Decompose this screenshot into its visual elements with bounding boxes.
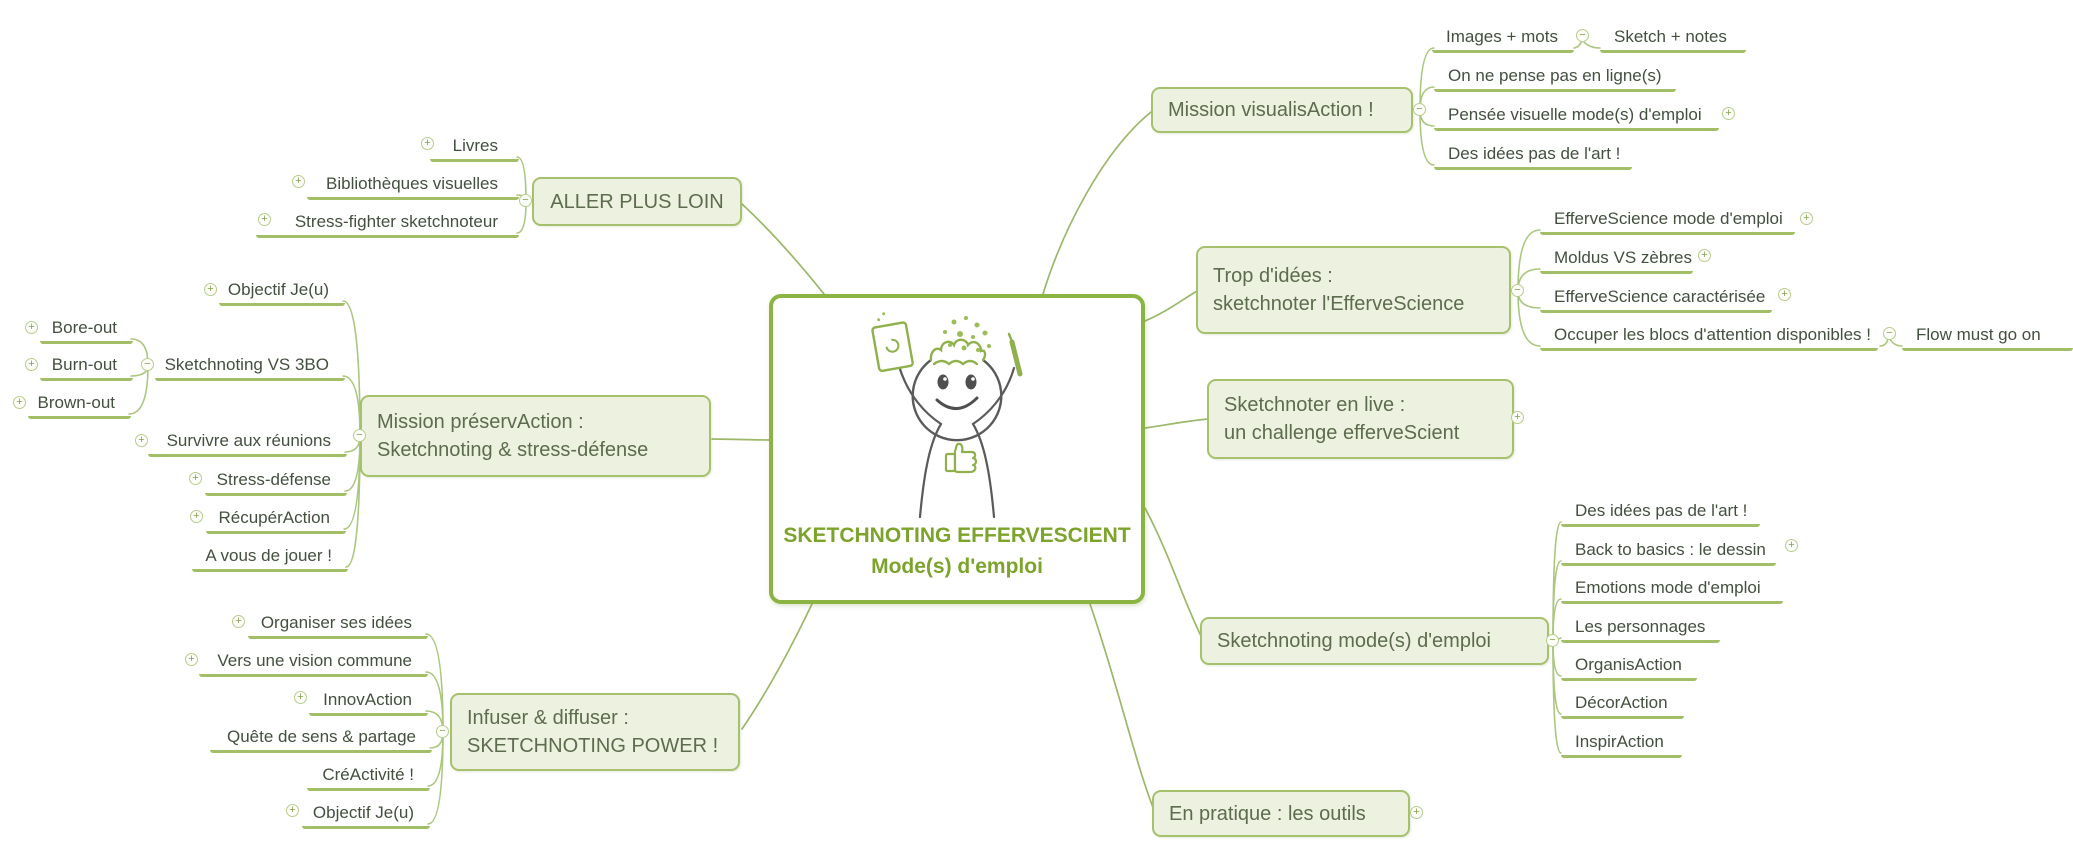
node-on-ne-pense-pas-en-lignes[interactable]: On ne pense pas en ligne(s) <box>1434 63 1676 92</box>
expand-icon-en-pratique[interactable]: + <box>1410 806 1423 819</box>
expand-icon-effervescience-caracterisee[interactable]: + <box>1778 288 1791 301</box>
expand-icon-organiser[interactable]: + <box>232 615 245 628</box>
branch-sketchnoter-en-live[interactable]: Sketchnoter en live : un challenge effer… <box>1207 379 1514 459</box>
branch-label: En pratique : les outils <box>1169 802 1366 825</box>
collapse-icon-sketchnoting-vs-3bo[interactable]: − <box>141 358 154 371</box>
expand-icon-objectif-jeu-2[interactable]: + <box>286 804 299 817</box>
node-survivre-aux-reunions[interactable]: Survivre aux réunions <box>148 428 347 457</box>
expand-icon-sketchnoter-en-live[interactable]: + <box>1511 411 1524 424</box>
branch-mission-visualisaction[interactable]: Mission visualisAction ! <box>1151 87 1413 133</box>
branch-label: ALLER PLUS LOIN <box>550 190 724 213</box>
branch-infuser-diffuser[interactable]: Infuser & diffuser : SKETCHNOTING POWER … <box>450 693 740 771</box>
node-moldus-vs-zebres[interactable]: Moldus VS zèbres <box>1540 245 1693 274</box>
node-bibliotheques-visuelles[interactable]: Bibliothèques visuelles <box>307 171 519 200</box>
central-topic-title: SKETCHNOTING EFFERVESCIENT Mode(s) d'emp… <box>773 521 1141 582</box>
collapse-icon-aller-plus-loin[interactable]: − <box>519 194 532 207</box>
node-organisaction[interactable]: OrganisAction <box>1561 652 1697 681</box>
effervescent-character-illustration <box>871 312 1023 519</box>
collapse-icon-images-mots[interactable]: − <box>1576 29 1589 42</box>
node-decoraction[interactable]: DécorAction <box>1561 690 1684 719</box>
branch-label: Infuser & diffuser : SKETCHNOTING POWER … <box>467 707 719 757</box>
branch-en-pratique-les-outils[interactable]: En pratique : les outils <box>1152 790 1410 837</box>
expand-icon-brown-out[interactable]: + <box>13 396 26 409</box>
node-vers-une-vision-commune[interactable]: Vers une vision commune <box>199 648 428 677</box>
expand-icon-pensee-visuelle[interactable]: + <box>1722 107 1735 120</box>
branch-label: Sketchnoter en live : un challenge effer… <box>1224 394 1460 444</box>
collapse-icon-trop-didees[interactable]: − <box>1511 284 1524 297</box>
collapse-icon-infuser-diffuser[interactable]: − <box>436 725 449 738</box>
node-occuper-les-blocs[interactable]: Occuper les blocs d'attention disponible… <box>1540 322 1878 351</box>
expand-icon-effervescience-mode[interactable]: + <box>1800 212 1813 225</box>
node-les-personnages[interactable]: Les personnages <box>1561 614 1720 643</box>
collapse-icon-mission-preservaction[interactable]: − <box>353 429 366 442</box>
node-objectif-jeu-1[interactable]: Objectif Je(u) <box>219 277 345 306</box>
branch-mission-preservaction[interactable]: Mission préservAction : Sketchnoting & s… <box>360 395 711 477</box>
expand-icon-vision-commune[interactable]: + <box>185 653 198 666</box>
node-back-to-basics[interactable]: Back to basics : le dessin <box>1561 537 1776 566</box>
branch-aller-plus-loin[interactable]: ALLER PLUS LOIN <box>532 177 742 226</box>
expand-icon-stress-fighter[interactable]: + <box>258 213 271 226</box>
branch-sketchnoting-mode-demploi[interactable]: Sketchnoting mode(s) d'emploi <box>1200 617 1549 665</box>
node-innovaction[interactable]: InnovAction <box>309 687 428 716</box>
expand-icon-moldus[interactable]: + <box>1698 249 1711 262</box>
expand-icon-survivre[interactable]: + <box>135 434 148 447</box>
node-sketch-notes[interactable]: Sketch + notes <box>1600 24 1746 53</box>
expand-icon-back-to-basics[interactable]: + <box>1785 539 1798 552</box>
collapse-icon-occuper[interactable]: − <box>1883 327 1896 340</box>
node-a-vous-de-jouer[interactable]: A vous de jouer ! <box>192 543 348 572</box>
node-livres[interactable]: Livres <box>430 133 519 162</box>
central-topic[interactable]: SKETCHNOTING EFFERVESCIENT Mode(s) d'emp… <box>769 294 1145 604</box>
central-title-line1: SKETCHNOTING EFFERVESCIENT <box>783 524 1131 548</box>
node-recuperaction[interactable]: RécupérAction <box>206 505 346 534</box>
node-stress-defense[interactable]: Stress-défense <box>205 467 347 496</box>
node-pensee-visuelle[interactable]: Pensée visuelle mode(s) d'emploi <box>1434 102 1719 131</box>
branch-label: Trop d'idées : sketchnoter l'EfferveScie… <box>1213 265 1465 315</box>
node-creactivite[interactable]: CréActivité ! <box>307 762 430 791</box>
node-stress-fighter-sketchnoteur[interactable]: Stress-fighter sketchnoteur <box>256 209 519 238</box>
expand-icon-livres[interactable]: + <box>421 137 434 150</box>
node-objectif-jeu-2[interactable]: Objectif Je(u) <box>302 800 430 829</box>
node-burn-out[interactable]: Burn-out <box>40 352 133 381</box>
expand-icon-recuperaction[interactable]: + <box>190 510 203 523</box>
expand-icon-stress-defense[interactable]: + <box>189 472 202 485</box>
node-quete-de-sens[interactable]: Quête de sens & partage <box>210 724 432 753</box>
central-title-line2: Mode(s) d'emploi <box>871 554 1043 578</box>
node-organiser-ses-idees[interactable]: Organiser ses idées <box>248 610 428 639</box>
node-sketchnoting-vs-3bo[interactable]: Sketchnoting VS 3BO <box>155 352 345 381</box>
node-effervescience-mode-demploi[interactable]: EfferveScience mode d'emploi <box>1540 206 1795 235</box>
node-flow-must-go-on[interactable]: Flow must go on <box>1902 322 2073 351</box>
node-des-idees-pas-de-lart-1[interactable]: Des idées pas de l'art ! <box>1434 141 1632 170</box>
node-images-mots[interactable]: Images + mots <box>1432 24 1574 53</box>
node-des-idees-pas-de-lart-2[interactable]: Des idées pas de l'art ! <box>1561 498 1760 527</box>
branch-label: Sketchnoting mode(s) d'emploi <box>1217 630 1491 652</box>
expand-icon-bibliotheques[interactable]: + <box>292 175 305 188</box>
expand-icon-innovaction[interactable]: + <box>294 691 307 704</box>
collapse-icon-sketchnoting-mode[interactable]: − <box>1546 634 1559 647</box>
branch-label: Mission visualisAction ! <box>1168 99 1374 121</box>
collapse-icon-mission-visualisaction[interactable]: − <box>1413 103 1426 116</box>
expand-icon-burn-out[interactable]: + <box>25 358 38 371</box>
node-effervescience-caracterisee[interactable]: EfferveScience caractérisée <box>1540 284 1772 313</box>
node-emotions-mode-demploi[interactable]: Emotions mode d'emploi <box>1561 575 1783 604</box>
branch-label: Mission préservAction : Sketchnoting & s… <box>377 411 649 461</box>
expand-icon-bore-out[interactable]: + <box>25 321 38 334</box>
node-brown-out[interactable]: Brown-out <box>28 390 131 419</box>
node-inspiraction[interactable]: InspirAction <box>1561 729 1682 758</box>
branch-trop-didees[interactable]: Trop d'idées : sketchnoter l'EfferveScie… <box>1196 246 1511 334</box>
node-bore-out[interactable]: Bore-out <box>40 315 133 344</box>
expand-icon-objectif-jeu-1[interactable]: + <box>204 283 217 296</box>
